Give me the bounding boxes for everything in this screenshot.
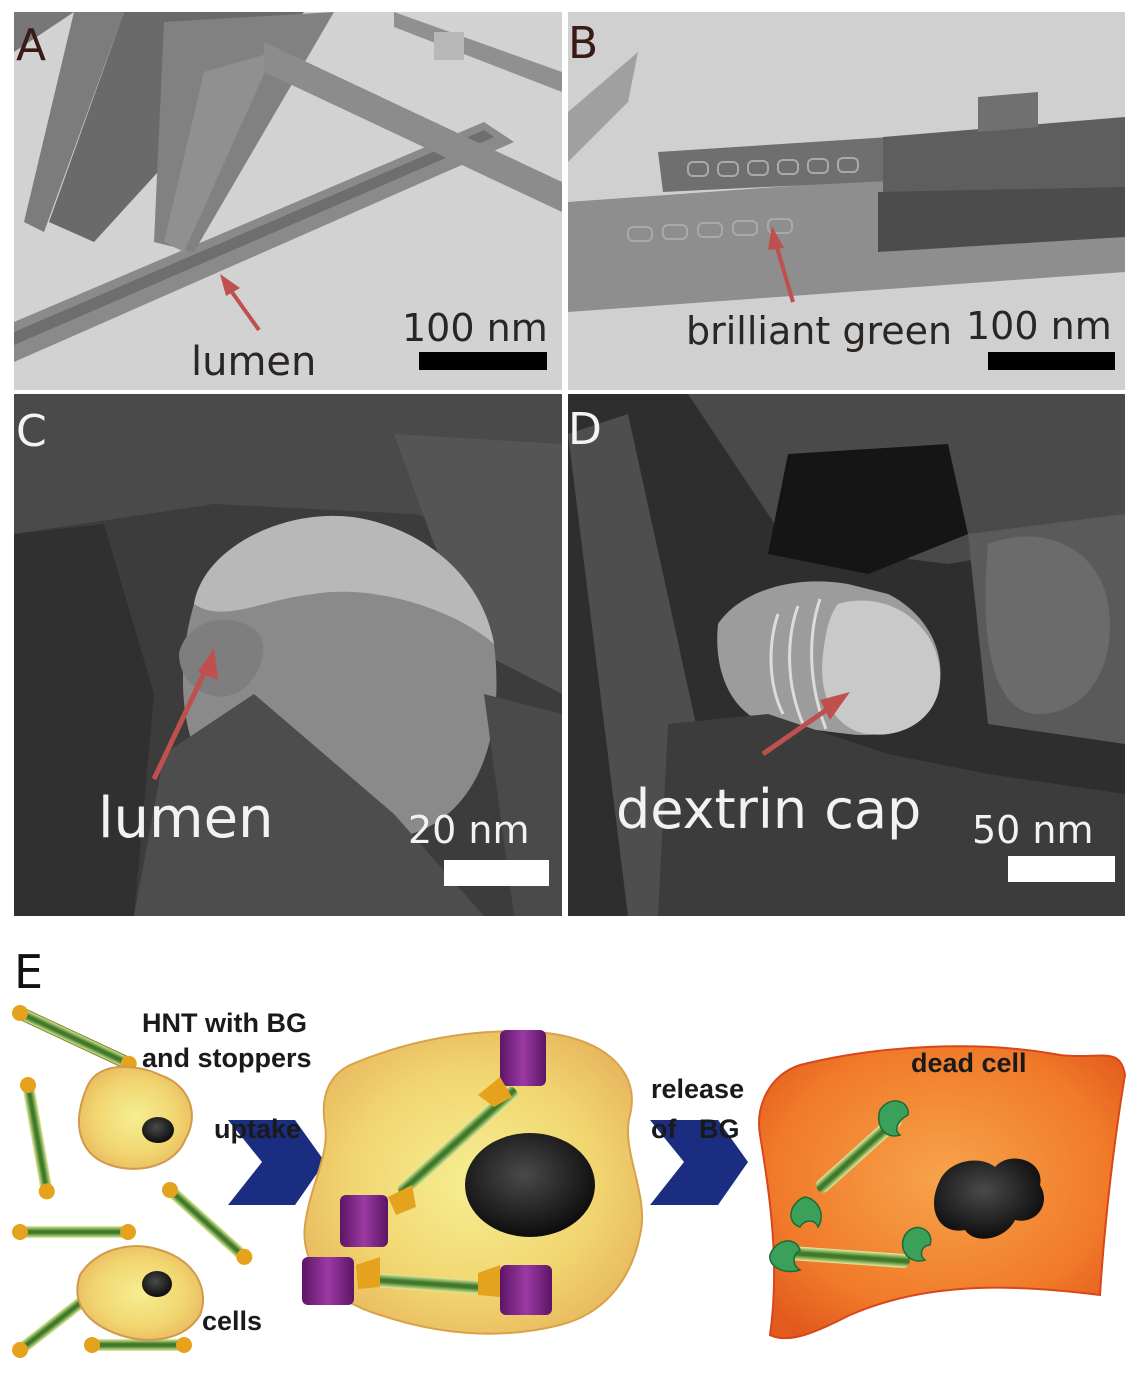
released-hnt [789,1246,910,1268]
dextrin-fragment-icon [790,1196,822,1229]
pointer-arrow-d [761,692,850,757]
nucleus-icon [142,1117,174,1143]
lumen-annotation-c: lumen [98,786,274,851]
scale-text-c: 20 nm [408,808,530,852]
dextrin-fragment-icon [901,1226,932,1262]
small-cell [78,1065,193,1170]
tem-image-b [568,12,1125,390]
lumen-annotation-a: lumen [191,339,317,385]
dead-cell-label: dead cell [911,1048,1027,1078]
uptake-chevron-icon [228,1120,325,1205]
scale-bar-d [1008,856,1115,882]
cells-label: cells [202,1306,263,1336]
dextrin-cap-annotation: dextrin cap [616,778,922,841]
brilliant-green-annotation: brilliant green [686,309,953,353]
hnt-label-line1: HNT with BG [142,1008,307,1038]
uptake-label: uptake [214,1114,302,1144]
pointer-arrow-a [220,274,261,332]
internalized-hnt [397,1086,518,1196]
stopper-icon [478,1265,552,1315]
release-chevron-icon [650,1120,748,1205]
panel-c-sem: C lumen 20 nm [14,394,562,916]
scale-bar-a [419,352,547,370]
scale-bar-b [988,352,1115,370]
free-hnt-tube [84,1337,192,1353]
free-hnt-tube [20,1077,55,1200]
released-hnt [815,1113,902,1193]
panel-label-c: C [16,406,47,457]
hnt-label-line2: and stoppers [142,1043,312,1073]
pointer-arrow-c [151,648,218,781]
nucleus-icon [465,1133,595,1237]
stopper-icon [302,1257,380,1305]
panel-label-a: A [16,20,47,71]
panel-a-tem: A lumen 100 nm [14,12,562,390]
dextrin-fragment-icon [769,1240,802,1273]
release-label-line2: of BG [651,1114,740,1144]
dextrin-fragment-icon [878,1100,909,1137]
scale-text-a: 100 nm [402,306,548,350]
small-cell [76,1245,205,1341]
stopper-icon [340,1185,416,1247]
panel-d-sem: D dextrin cap 50 nm [568,394,1125,916]
tem-image-a [14,12,562,390]
panel-label-b: B [568,18,599,69]
panel-label-d: D [568,404,602,455]
scale-text-b: 100 nm [966,304,1112,348]
panel-b-tem: B brilliant green 100 nm [568,12,1125,390]
panel-label-e: E [14,945,44,999]
release-label-line1: release [651,1074,745,1104]
free-hnt-tube [12,1224,136,1240]
sem-image-c [14,394,562,916]
free-hnt-tube [12,1005,137,1072]
nucleus-icon [142,1271,172,1297]
internalized-hnt [374,1273,495,1295]
pointer-arrow-b [768,226,795,303]
scale-bar-c [444,860,549,886]
free-hnt-tube [162,1182,253,1265]
dead-nucleus-icon [934,1158,1044,1239]
stopper-icon [478,1030,546,1107]
scale-text-d: 50 nm [972,808,1094,852]
schematic-drawing [12,1005,1127,1358]
sem-image-d [568,394,1125,916]
